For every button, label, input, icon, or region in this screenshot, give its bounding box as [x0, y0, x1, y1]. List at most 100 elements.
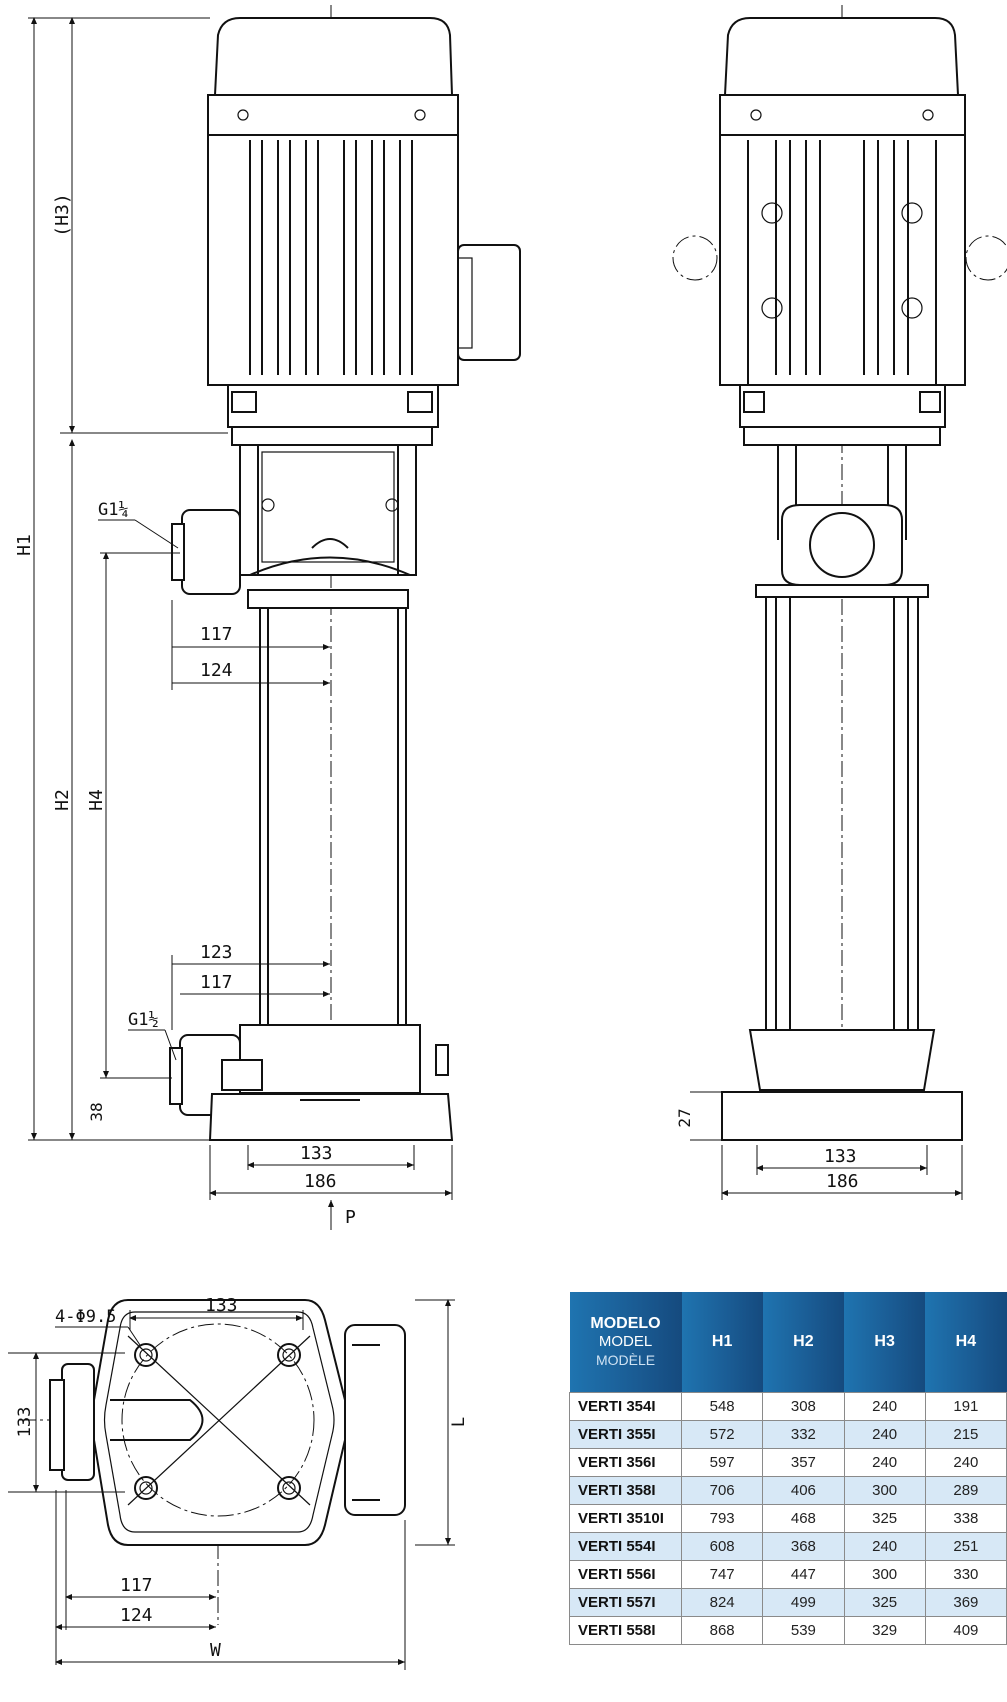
dim-117-plan: 117 [120, 1575, 153, 1596]
header-model-es: MODELO [590, 1315, 661, 1332]
front-base [721, 1091, 963, 1141]
cell-h1: 597 [680, 1448, 764, 1477]
cell-h4: 338 [924, 1504, 1007, 1533]
dim-38: 38 [87, 1102, 106, 1121]
cell-h2: 332 [762, 1420, 845, 1449]
dim-133-side: 133 [300, 1143, 333, 1164]
dim-124-plan: 124 [120, 1605, 153, 1626]
cell-h2: 539 [762, 1616, 845, 1645]
header-model-en: MODEL [598, 1333, 653, 1350]
dim-124-top: 124 [200, 660, 233, 681]
cell-h4: 409 [924, 1616, 1007, 1645]
side-view: H1 (H3) H2 H4 38 G1¼ G1½ 117 124 123 117… [14, 5, 521, 1230]
coupling-housing [239, 444, 417, 576]
cell-h3: 329 [843, 1616, 926, 1645]
terminal-box [457, 244, 521, 361]
cell-h4: 369 [924, 1588, 1007, 1617]
dim-123: 123 [200, 942, 233, 963]
header-h3: H3 [844, 1292, 926, 1393]
dim-133-front: 133 [824, 1146, 857, 1167]
table-row: VERTI 558I 868 539 329 409 [569, 1616, 1007, 1645]
header-h4: H4 [925, 1292, 1007, 1393]
cell-h2: 447 [762, 1560, 845, 1589]
cell-model: VERTI 354I [569, 1392, 682, 1421]
header-h1: H1 [681, 1292, 763, 1393]
dim-186-front: 186 [826, 1171, 859, 1192]
cell-h2: 406 [762, 1476, 845, 1505]
front-motor-body [719, 94, 966, 386]
dim-l: L [449, 1417, 469, 1427]
cell-model: VERTI 556I [569, 1560, 682, 1589]
cell-h1: 608 [680, 1532, 764, 1561]
cell-h1: 868 [680, 1616, 764, 1645]
motor-flange [227, 384, 439, 428]
table-row: VERTI 3510I 793 468 325 338 [569, 1504, 1007, 1533]
cell-h3: 300 [843, 1560, 926, 1589]
cell-h4: 289 [924, 1476, 1007, 1505]
cell-model: VERTI 355I [569, 1420, 682, 1449]
cell-h1: 793 [680, 1504, 764, 1533]
table-row: VERTI 358I 706 406 300 289 [569, 1476, 1007, 1505]
dim-h3: (H3) [52, 193, 73, 236]
inlet-thread-label: G1½ [128, 1010, 159, 1030]
cell-h2: 357 [762, 1448, 845, 1477]
motor-body [207, 94, 459, 386]
front-view: 27 133 186 [672, 5, 1007, 1200]
dim-w: W [210, 1640, 221, 1661]
cell-h3: 240 [843, 1420, 926, 1449]
cell-h1: 548 [680, 1392, 764, 1421]
top-view: 4-Φ9.5 133 133 L 117 124 W [8, 1295, 469, 1670]
header-model-fr: MODÈLE [595, 1352, 656, 1368]
cell-model: VERTI 557I [569, 1588, 682, 1617]
table-row: VERTI 554I 608 368 240 251 [569, 1532, 1007, 1561]
motor-fins [249, 140, 413, 375]
dim-h4: H4 [86, 789, 107, 811]
cell-h2: 308 [762, 1392, 845, 1421]
cell-model: VERTI 356I [569, 1448, 682, 1477]
cell-h1: 572 [680, 1420, 764, 1449]
cell-model: VERTI 358I [569, 1476, 682, 1505]
motor-fan-cover [213, 17, 454, 96]
dim-133-top: 133 [205, 1295, 238, 1316]
cell-model: VERTI 3510I [569, 1504, 682, 1533]
cell-h1: 706 [680, 1476, 764, 1505]
cell-h3: 325 [843, 1588, 926, 1617]
dim-186-side: 186 [304, 1171, 337, 1192]
model-column-header: MODELO MODEL MODÈLE [569, 1292, 682, 1393]
dim-117-low: 117 [200, 972, 233, 993]
dim-117-top: 117 [200, 624, 233, 645]
cell-h3: 240 [843, 1448, 926, 1477]
cell-model: VERTI 558I [569, 1616, 682, 1645]
direction-p-label: P [345, 1207, 356, 1228]
header-h2: H2 [762, 1292, 844, 1393]
dim-h1: H1 [14, 534, 35, 556]
table-header-row: MODELO MODEL MODÈLE H1 H2 H3 H4 [569, 1292, 1007, 1393]
table-row: VERTI 355I 572 332 240 215 [569, 1420, 1007, 1449]
pump-base [208, 1093, 454, 1141]
outlet-port [181, 509, 241, 595]
pump-chamber-base [239, 1024, 421, 1094]
cell-h2: 468 [762, 1504, 845, 1533]
cell-h4: 240 [924, 1448, 1007, 1477]
cell-h4: 251 [924, 1532, 1007, 1561]
cell-h4: 215 [924, 1420, 1007, 1449]
cell-h3: 325 [843, 1504, 926, 1533]
cell-h3: 240 [843, 1392, 926, 1421]
holes-label: 4-Φ9.5 [55, 1307, 116, 1327]
cell-model: VERTI 554I [569, 1532, 682, 1561]
outlet-thread-label: G1¼ [98, 500, 129, 520]
dim-h2: H2 [52, 789, 73, 811]
cell-h4: 330 [924, 1560, 1007, 1589]
dim-133-left: 133 [15, 1407, 35, 1438]
table-row: VERTI 356I 597 357 240 240 [569, 1448, 1007, 1477]
cell-h2: 368 [762, 1532, 845, 1561]
cell-h1: 747 [680, 1560, 764, 1589]
table-row: VERTI 556I 747 447 300 330 [569, 1560, 1007, 1589]
cell-h3: 300 [843, 1476, 926, 1505]
table-row: VERTI 557I 824 499 325 369 [569, 1588, 1007, 1617]
cell-h1: 824 [680, 1588, 764, 1617]
table-row: VERTI 354I 548 308 240 191 [569, 1392, 1007, 1421]
dim-27: 27 [675, 1108, 694, 1127]
dimensions-table: MODELO MODEL MODÈLE H1 H2 H3 H4 VERTI 35… [569, 1292, 1007, 1645]
